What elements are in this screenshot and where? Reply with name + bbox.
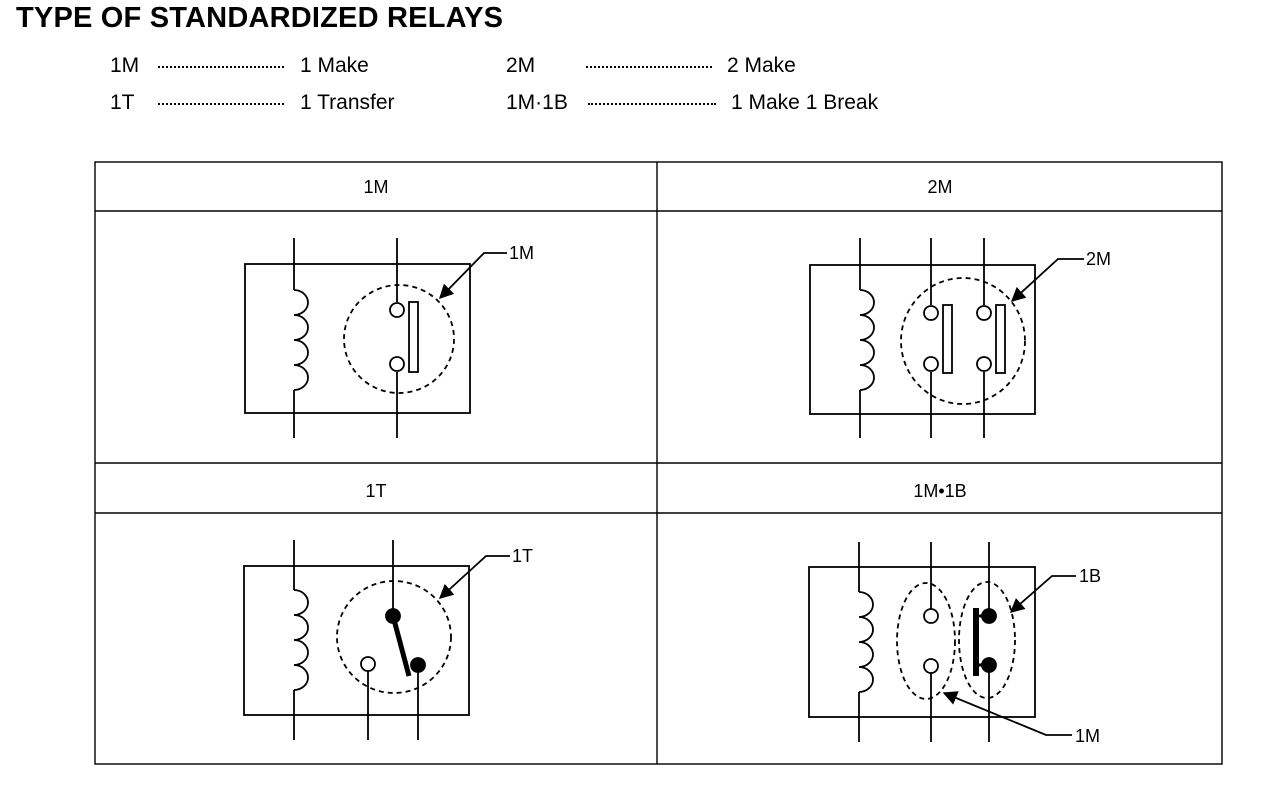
cell-header-1m: 1M (363, 177, 389, 197)
callout-label-1b: 1B (1079, 566, 1101, 586)
legend-desc-1t: 1 Transfer (300, 91, 395, 114)
relay-1t-symbol (243, 540, 510, 740)
legend-leader-dots (158, 66, 284, 68)
callout-label-1m: 1M (1075, 726, 1100, 746)
legend-code-1t: 1T (110, 91, 135, 114)
cell-header-1m1b: 1M•1B (913, 481, 967, 501)
table-frame (94, 161, 1223, 765)
relay-1m1b-symbol (808, 542, 1076, 742)
callout-label-2m: 2M (1086, 249, 1111, 269)
legend-desc-1m1b: 1 Make 1 Break (731, 91, 879, 114)
legend-desc-2m: 2 Make (727, 54, 796, 77)
legend-code-1m1b: 1M·1B (506, 91, 568, 114)
cell-header-1t: 1T (365, 481, 387, 501)
legend-leader-dots (586, 66, 712, 68)
relay-1m-symbol (244, 238, 507, 438)
legend-leader-dots (158, 103, 284, 105)
relay-2m-symbol (809, 238, 1084, 438)
cell-header-2m: 2M (927, 177, 953, 197)
legend-code-1m: 1M (110, 54, 140, 77)
legend-desc-1m: 1 Make (300, 54, 369, 77)
legend-code-2m: 2M (506, 54, 536, 77)
callout-label-1t: 1T (512, 546, 533, 566)
callout-label-1m: 1M (509, 243, 534, 263)
legend-leader-dots (588, 103, 716, 105)
page-title: TYPE OF STANDARDIZED RELAYS (16, 2, 504, 34)
